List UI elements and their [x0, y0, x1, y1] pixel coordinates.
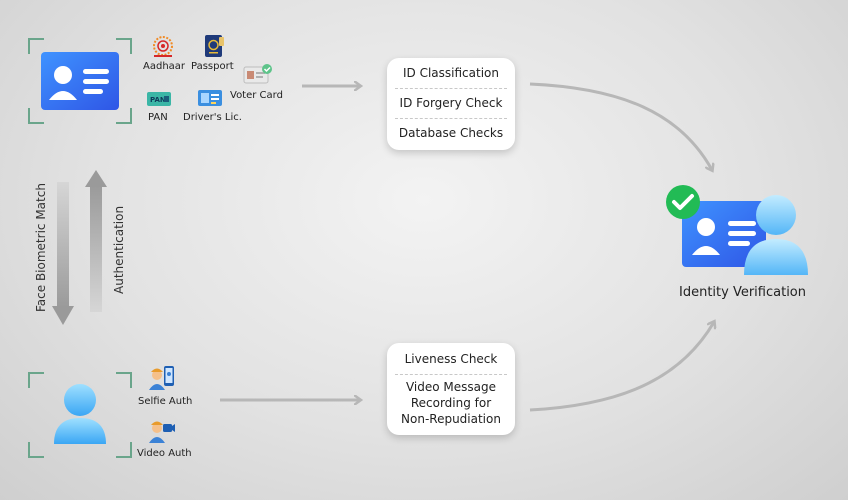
pan-icon: PAN	[147, 92, 171, 106]
pan-label: PAN	[148, 112, 168, 123]
video-auth-label: Video Auth	[137, 448, 192, 459]
person-icon	[54, 384, 106, 444]
liveness-checks-card: Liveness Check Video Message Recording f…	[387, 343, 515, 435]
liveness-check: Liveness Check	[404, 352, 498, 366]
video-message-line1: Video Message	[405, 380, 497, 394]
aadhaar-icon	[153, 36, 173, 57]
curve-to-verification-top	[529, 82, 712, 170]
identity-verification-icon	[682, 195, 808, 275]
selfie-auth-icon	[149, 366, 174, 390]
id-scan-frame	[28, 38, 132, 124]
identity-verification-title: Identity Verification	[679, 285, 806, 300]
video-message-line2: Recording for	[410, 396, 492, 410]
face-scan-frame	[28, 372, 132, 458]
id-classification: ID Classification	[403, 66, 499, 80]
voter-card-icon	[243, 64, 272, 84]
video-auth-icon	[149, 421, 175, 443]
voter-card-label: Voter Card	[230, 90, 283, 101]
aadhaar-label: Aadhaar	[143, 61, 186, 72]
video-message-line3: Non-Repudiation	[401, 412, 501, 426]
curve-to-verification-bottom	[529, 322, 714, 412]
selfie-auth-label: Selfie Auth	[138, 396, 193, 407]
svg-text:PAN: PAN	[150, 96, 166, 104]
face-biometric-match-label: Face Biometric Match	[34, 183, 48, 312]
id-card-icon	[41, 52, 119, 110]
id-forgery-check: ID Forgery Check	[399, 96, 503, 110]
drivers-license-icon	[198, 90, 222, 106]
database-checks: Database Checks	[398, 126, 504, 140]
verified-check-icon	[666, 185, 700, 219]
passport-label: Passport	[191, 61, 234, 72]
id-checks-card: ID Classification ID Forgery Check Datab…	[387, 58, 515, 150]
authentication-label: Authentication	[112, 205, 126, 294]
passport-icon	[205, 35, 224, 57]
drivers-license-label: Driver's Lic.	[183, 112, 242, 123]
